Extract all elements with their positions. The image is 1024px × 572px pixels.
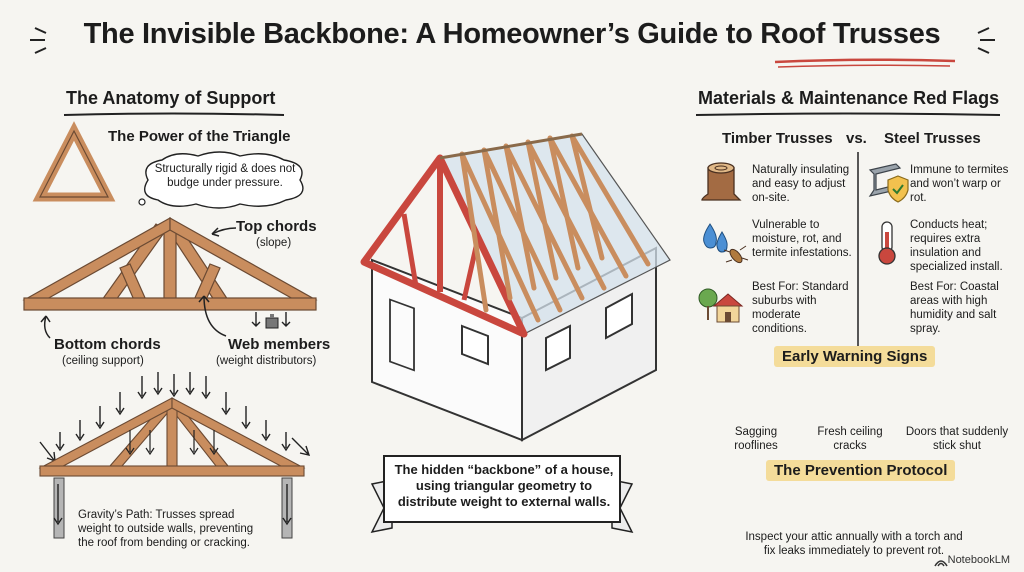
materials-heading-underline	[695, 112, 1001, 116]
center-banner	[370, 455, 634, 534]
left-wall	[53, 477, 65, 539]
gravity-truss-bottom	[39, 465, 305, 477]
suburb-house-icon	[698, 288, 744, 323]
house-door	[389, 298, 415, 372]
gravity-truss-web	[166, 405, 178, 467]
title-decorations	[30, 27, 995, 68]
roof-gable-end	[360, 154, 528, 338]
top-chords-arrow	[211, 227, 237, 237]
bottom-chords-label: Bottom chords	[54, 336, 161, 353]
steel-point: Conducts heat; requires extra insulation…	[910, 219, 1003, 273]
top-chords-label: Top chords	[236, 218, 317, 235]
footer-brand: NotebookLM	[947, 554, 1010, 566]
thought-bubble	[138, 151, 304, 209]
title-underline	[774, 58, 956, 64]
prevention-text: Inspect your attic annually with a torch…	[745, 531, 963, 557]
triangle-icon	[32, 121, 116, 202]
steel-title: Steel Trusses	[884, 130, 981, 147]
steel-point: Immune to termites and won’t warp or rot…	[910, 164, 1009, 204]
top-chords-sub: (slope)	[256, 237, 292, 249]
bottom-chords-arrow	[40, 315, 51, 339]
truss-web-member	[163, 225, 177, 301]
house-window-front	[461, 324, 489, 366]
title-underline	[777, 64, 951, 68]
weight-icon	[251, 312, 291, 329]
gravity-diagram	[38, 372, 311, 539]
warning-sign: Doors that suddenly stick shut	[905, 426, 1009, 452]
triangle-title: The Power of the Triangle	[108, 128, 291, 145]
notebooklm-logo-icon	[934, 560, 948, 567]
tree-stump-icon	[701, 162, 742, 201]
web-members-sub: (weight distributors)	[216, 355, 317, 367]
house-window-side	[605, 292, 633, 340]
timber-point: Naturally insulating and easy to adjust …	[752, 164, 850, 204]
timber-point: Vulnerable to moisture, rot, and termite…	[752, 219, 852, 259]
house-window-side	[545, 324, 571, 372]
web-members-label: Web members	[228, 336, 331, 353]
truss-diagram	[22, 216, 318, 311]
web-members-arrow	[198, 295, 227, 337]
materials-heading: Materials & Maintenance Red Flags	[698, 88, 1000, 108]
steel-beam-shield-icon	[868, 163, 909, 203]
bottom-chords-sub: (ceiling support)	[62, 355, 144, 367]
roof-gable-web	[401, 213, 419, 287]
gravity-note: Gravity’s Path: Trusses spread weight to…	[78, 509, 254, 549]
truss-bottom-chord	[23, 297, 317, 311]
warning-sign: Sagging rooflines	[734, 426, 778, 452]
triangle-note: Structurally rigid & does not budge unde…	[154, 163, 296, 189]
water-termite-icon	[703, 223, 749, 264]
page-title: The Invisible Backbone: A Homeowner’s Gu…	[83, 18, 941, 50]
prevention-heading: The Prevention Protocol	[766, 460, 956, 481]
vs-label: vs.	[846, 130, 867, 147]
center-banner-text: The hidden “backbone” of a house, using …	[394, 462, 614, 509]
thermometer-icon	[878, 221, 896, 265]
anatomy-heading-underline	[63, 112, 285, 116]
steel-point: Best For: Coastal areas with high humidi…	[910, 281, 999, 335]
gravity-arrows	[39, 372, 311, 463]
timber-point: Best For: Standard suburbs with moderate…	[752, 281, 849, 335]
warning-heading: Early Warning Signs	[774, 346, 936, 367]
roof-trusses	[459, 133, 651, 323]
truss-top-chord	[22, 216, 171, 305]
anatomy-heading: The Anatomy of Support	[66, 88, 276, 108]
house-illustration	[360, 132, 671, 442]
warning-sign: Fresh ceiling cracks	[817, 426, 883, 452]
roof-ridge	[439, 132, 583, 160]
timber-title: Timber Trusses	[722, 130, 833, 147]
materials-divider	[857, 152, 859, 348]
